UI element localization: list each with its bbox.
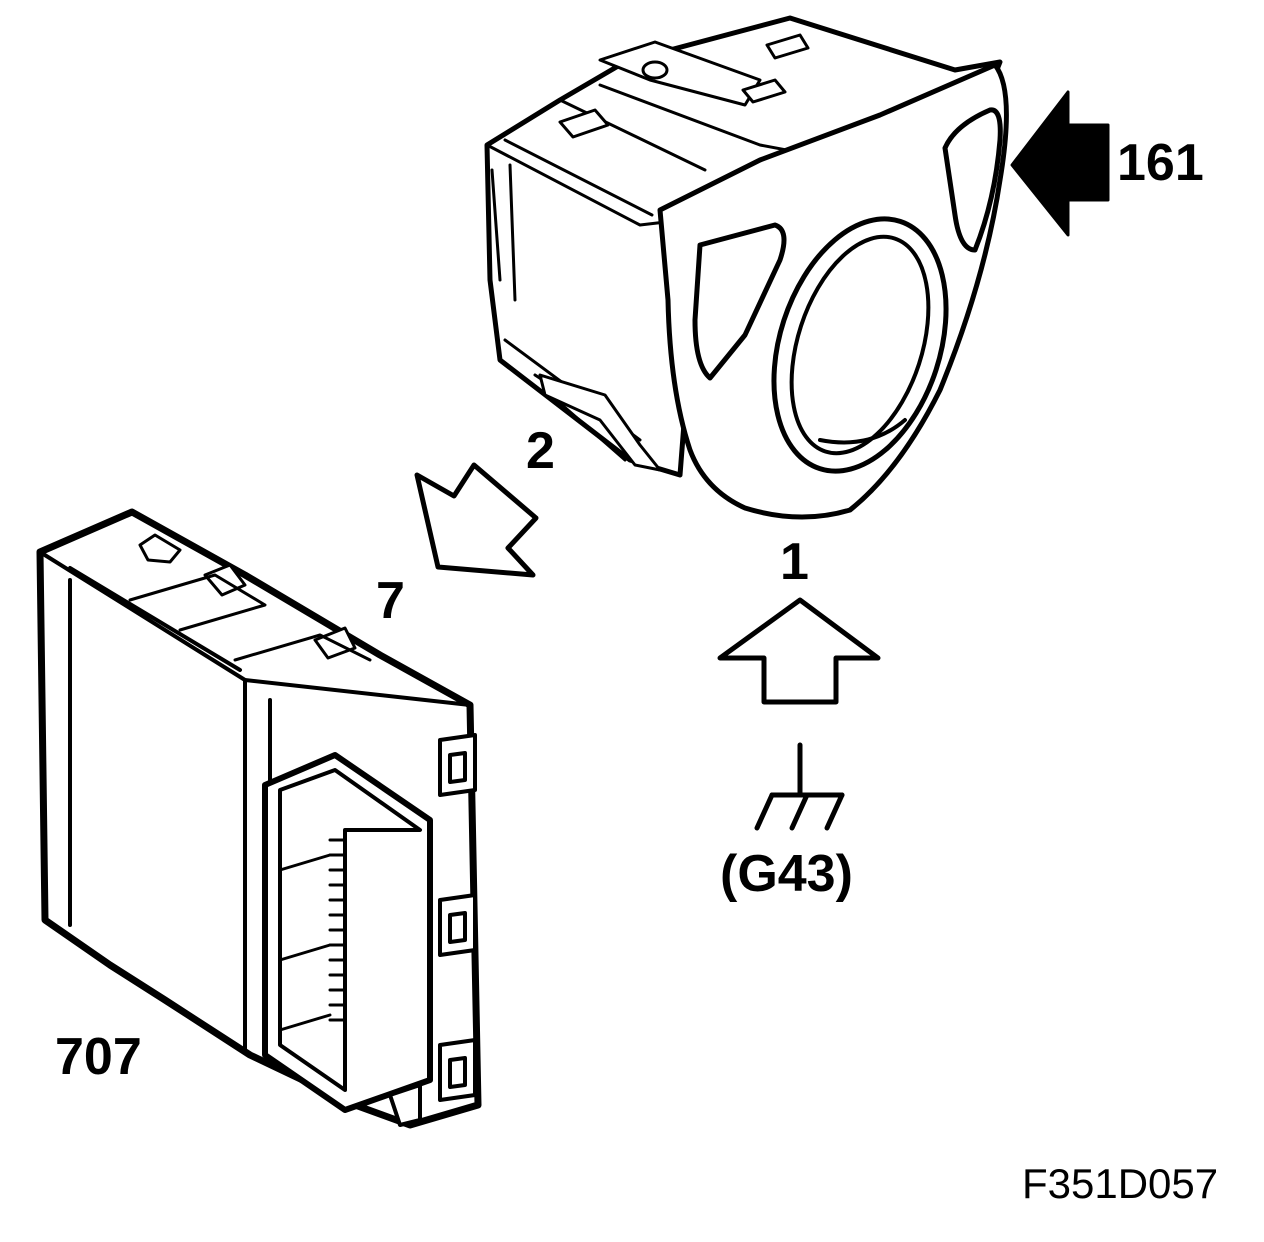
switch-top-edge (485, 83, 842, 227)
ground-label: (G43) (720, 845, 853, 903)
ground-icon (754, 742, 845, 831)
module-connector-pins (278, 838, 347, 1032)
switch-tab-1 (558, 108, 610, 139)
switch-knob-highlight (818, 418, 907, 445)
arrow-down-left-icon (414, 462, 539, 578)
arrow-up-icon (717, 597, 881, 705)
module-top-ridge (128, 573, 372, 662)
switch-knob-inner (789, 234, 931, 456)
callout-707: 707 (55, 1028, 142, 1086)
callout-2: 2 (526, 422, 555, 480)
callout-161: 161 (1117, 134, 1204, 192)
switch-window-left (692, 222, 787, 381)
switch-window-right (942, 107, 1003, 253)
callout-1: 1 (780, 533, 809, 591)
callout-7: 7 (376, 572, 405, 630)
switch-clip-hole (641, 60, 669, 80)
module-latch-bottom (438, 1038, 477, 1102)
module-foot (388, 1083, 422, 1127)
figure-reference: F351D057 (1022, 1160, 1219, 1207)
module-tab-1 (138, 533, 182, 564)
module-latch-mid (438, 893, 477, 957)
control-module (36, 508, 482, 1129)
light-switch (484, 15, 1009, 520)
switch-tab-2 (741, 78, 787, 104)
module-face-divider (68, 578, 272, 1052)
switch-tab-3 (765, 33, 810, 60)
arrow-left-icon (1010, 90, 1110, 237)
module-connector-inner (278, 768, 422, 1092)
module-latch-top (438, 733, 477, 797)
switch-latch (538, 373, 662, 472)
